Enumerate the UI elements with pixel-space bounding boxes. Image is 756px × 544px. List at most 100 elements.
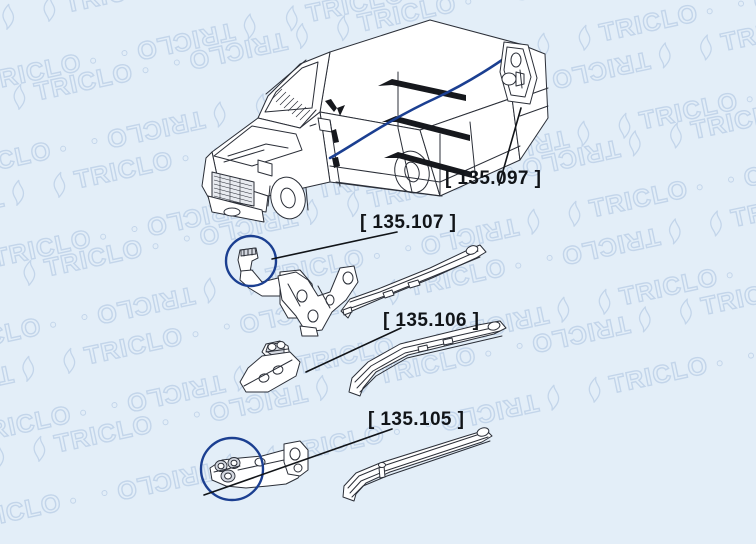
triclo-flame-logo [295,23,308,50]
triclo-flame-logo [670,121,682,149]
watermark-logotype: TRICLO [180,197,322,254]
triclo-flame-logo [22,356,35,383]
watermark-logotype: TRICLO [564,172,706,229]
watermark-logotype: TRICLO [735,0,756,19]
triclo-flame-logo [376,102,389,129]
watermark-logotype: TRICLO [382,250,524,307]
van-illustration [201,19,549,223]
watermark-logotype: TRICLO [99,451,241,508]
watermark-logotype: TRICLO [352,338,494,395]
watermark-logotype: TRICLO [49,143,191,200]
watermark-logotype: TRICLO [250,65,392,122]
triclo-flame-logo [639,306,651,334]
watermark-row: TRICLOTRICLOTRICLOTRICLOTRICLOTRICLOTRIC… [0,0,756,191]
watermark-logotype: TRICLO [0,485,79,542]
watermark-logotype: TRICLO [452,118,594,175]
triclo-flame-logo [305,199,318,226]
watermark-logotype: TRICLO [39,0,181,24]
triclo-flame-logo [568,200,581,227]
pillar-arrows [325,99,345,168]
part-135-106-upper-rail [340,244,487,319]
part-lower-roller-bracket [209,440,309,489]
triclo-flame-logo [23,259,36,286]
triclo-flame-logo [244,13,256,41]
triclo-flame-logo [598,288,611,315]
watermark-logotype: TRICLO [412,30,554,87]
watermark-logotype: TRICLO [705,182,756,239]
triclo-flame-logo [700,33,712,61]
label-135-105: [ 135.105 ] [368,409,465,430]
watermark-logotype: TRICLO [89,99,231,156]
watermark-logotype: TRICLO [220,285,362,342]
triclo-flame-logo [33,435,46,462]
triclo-flame-logo [345,287,358,314]
watermark-logotype: TRICLO [119,11,261,68]
triclo-flame-logo [265,444,278,472]
watermark-row: TRICLOTRICLOTRICLOTRICLOTRICLOTRICLOTRIC… [0,103,756,366]
watermark-logotype: TRICLO [514,304,656,361]
triclo-flame-logo [680,297,692,325]
watermark-row: TRICLOTRICLOTRICLOTRICLOTRICLOTRICLOTRIC… [0,0,756,103]
watermark-logotype: TRICLO [0,221,109,278]
watermark-logotype: TRICLO [0,45,99,102]
triclo-flame-logo [336,14,349,41]
part-135-105-lower-rail [342,427,493,502]
triclo-flame-logo [295,180,308,208]
watermark-logotype: TRICLO [0,177,29,234]
watermark-logotype: TRICLO [0,1,19,58]
label-135-106: [ 135.106 ] [383,310,480,331]
watermark-logotype: TRICLO [0,0,79,15]
watermark-logotype: TRICLO [544,216,686,273]
highlight-lower-roller [199,436,265,502]
triclo-flame-logo [245,268,258,296]
triclo-flame-logo [43,0,56,22]
watermark-row: TRICLOTRICLOTRICLOTRICLOTRICLOTRICLOTRIC… [0,0,756,59]
leader-135-105 [203,428,393,496]
triclo-flame-logo [629,130,641,158]
triclo-flame-logo [557,297,570,324]
watermark-row: TRICLOTRICLOTRICLOTRICLOTRICLOTRICLOTRIC… [0,0,756,235]
blue-guide-curve [328,48,518,160]
triclo-flame-logo [659,42,671,70]
watermark-logotype: TRICLO [584,348,726,405]
watermark-logotype: TRICLO [240,241,382,298]
watermark-logotype: TRICLO [372,74,514,131]
triclo-flame-logo [386,278,399,305]
watermark-logotype: TRICLO [79,275,221,332]
watermark-logotype: TRICLO [725,138,756,195]
watermark-logotype: TRICLO [270,329,412,386]
watermark-logotype: TRICLO [534,40,676,97]
watermark-logotype: TRICLO [280,0,422,34]
leader-135-107 [271,231,398,260]
leader-135-106 [305,327,402,373]
triclo-flame-logo [578,24,591,51]
watermark-logotype: TRICLO [665,94,756,151]
triclo-flame-logo [0,444,5,471]
part-135-097-door-stop [499,41,538,105]
watermark-row: TRICLOTRICLOTRICLOTRICLOTRICLOTRICLOTRIC… [0,0,756,15]
watermark-logotype: TRICLO [129,187,271,244]
triclo-flame-logo [275,356,288,384]
watermark-logotype: TRICLO [675,270,756,327]
watermark-logotype: TRICLO [109,363,251,420]
watermark-logotype: TRICLO [574,0,716,53]
triclo-flame-logo [12,180,25,207]
watermark-row: TRICLOTRICLOTRICLOTRICLOTRICLOTRICLOTRIC… [0,59,756,322]
part-centre-roller-bracket [239,340,301,393]
watermark-logotype: TRICLO [190,373,332,430]
triclo-flame-logo [13,83,26,110]
watermark-logotype: TRICLO [9,55,151,112]
watermark-logotype: TRICLO [170,21,312,78]
watermark-logotype: TRICLO [0,309,59,366]
triclo-flame-logo [63,347,76,374]
watermark-row: TRICLOTRICLOTRICLOTRICLOTRICLOTRICLOTRIC… [0,235,756,498]
triclo-flame-logo [315,375,328,402]
watermark-row: TRICLOTRICLOTRICLOTRICLOTRICLOTRICLOTRIC… [0,147,756,410]
watermark-logotype: TRICLO [494,0,636,9]
watermark-logotype: TRICLO [332,0,474,44]
watermark-row: TRICLOTRICLOTRICLOTRICLOTRICLOTRICLOTRIC… [0,15,756,278]
triclo-flame-logo [224,453,236,481]
watermark-logotype: TRICLO [695,6,756,63]
triclo-flame-logo [669,218,681,246]
